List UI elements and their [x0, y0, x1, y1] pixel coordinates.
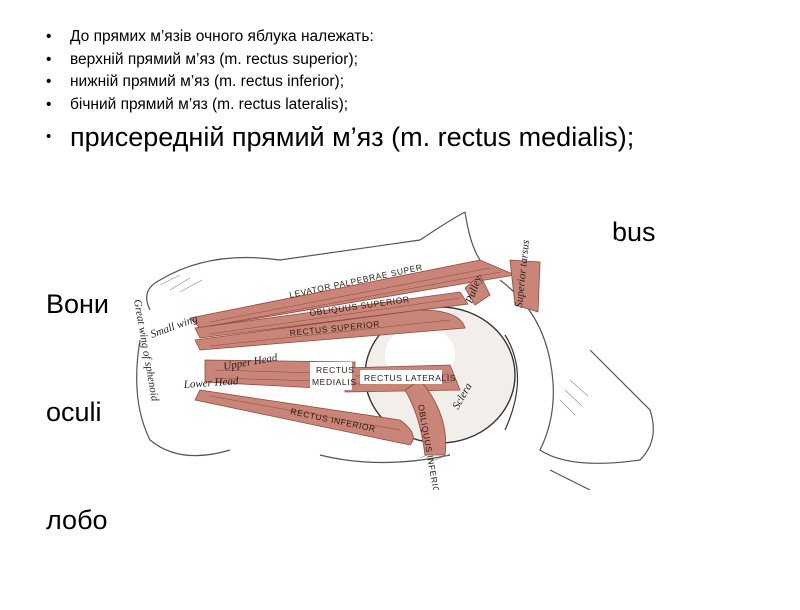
bullet-text: присередній прямий м’яз (m. rectus media…: [70, 122, 635, 152]
obscured-line: Вони: [46, 289, 110, 319]
bullet-text: бічний прямий м’яз (m. rectus lateralis)…: [70, 95, 349, 113]
label-rectus: RECTUS: [316, 365, 355, 375]
label-lower-head: Lower Head: [182, 375, 239, 391]
orbit-roof: [146, 211, 466, 311]
obscured-line: oculi: [46, 397, 102, 427]
trochlea: [464, 274, 491, 306]
roof-edge: [464, 211, 481, 261]
obscured-line-end: bus: [612, 217, 656, 247]
cheek-outline: [499, 279, 654, 464]
bullet-text: верхній прямий м’яз (m. rectus superior)…: [70, 50, 358, 68]
sphenoid-outline: [136, 339, 231, 457]
bullet-item: • присередній прямий м’яз (m. rectus med…: [46, 119, 746, 155]
label-box-medialis: [310, 362, 352, 390]
bullet-dot: •: [46, 28, 52, 45]
bullet-text: нижній прямий м’яз (m. rectus inferior);: [70, 73, 345, 90]
bullet-item: • бічний прямий м’яз (m. rectus laterali…: [46, 94, 746, 117]
bullet-text: До прямих м’язів очного яблука належать:: [70, 28, 374, 45]
obliquus-inferior-muscle: [404, 379, 447, 456]
anatomy-drawing: LEVATOR PALPEBRAE SUPER OBLIQUUS SUPERIO…: [120, 211, 680, 490]
bullet-dot: •: [46, 128, 52, 145]
bullet-item: • нижній прямий м’яз (m. rectus inferior)…: [46, 71, 746, 94]
rectus-superior-muscle: [194, 309, 466, 351]
obscured-line: лобо: [46, 505, 108, 535]
jaw-line: [549, 469, 591, 490]
bullet-dot: •: [46, 95, 52, 113]
floor-outline: [319, 454, 451, 464]
label-box-lateralis: [360, 370, 442, 384]
rectus-inferior-muscle: [194, 389, 414, 446]
cornea-edge: [504, 334, 518, 431]
bullet-dot: •: [46, 73, 52, 90]
bullet-list: • До прямих м’язів очного яблука належать…: [46, 26, 746, 155]
obscured-text: Вони oculi лобо: [46, 214, 726, 610]
label-rectus-lateralis: RECTUS LATERALIS: [364, 373, 456, 383]
bone-outline: [136, 211, 654, 490]
tarsal-tip: [509, 259, 541, 313]
label-medialis: MEDIALIS: [312, 377, 356, 387]
eye-muscles-illustration: LEVATOR PALPEBRAE SUPER OBLIQUUS SUPERIO…: [120, 200, 680, 490]
bullet-item: • верхній прямий м’яз (m. rectus superio…: [46, 49, 746, 72]
bullet-item: • До прямих м’язів очного яблука належать…: [46, 26, 746, 49]
bullet-dot: •: [46, 50, 52, 68]
